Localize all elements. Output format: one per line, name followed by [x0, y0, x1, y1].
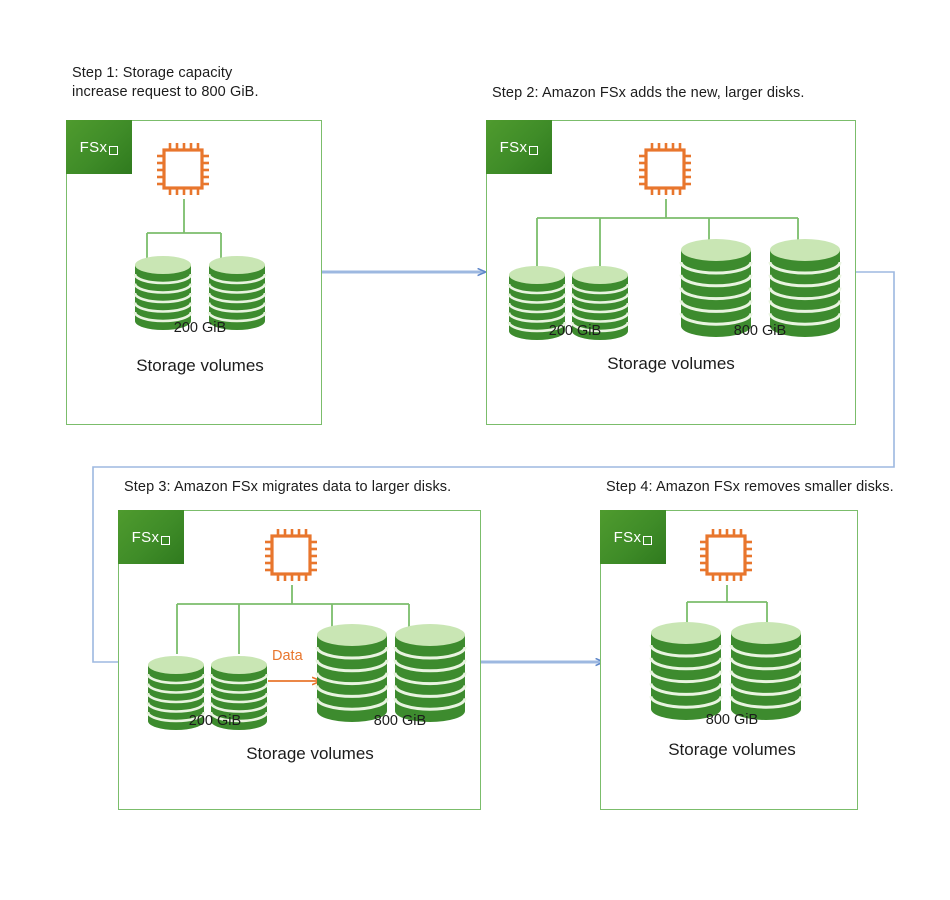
fsx-badge: FSx [66, 120, 132, 174]
fsx-square-icon [109, 145, 119, 155]
step-3-title: Step 3: Amazon FSx migrates data to larg… [124, 479, 452, 495]
step-3-internals [176, 529, 410, 654]
fsx-logo-text: FSx [132, 529, 171, 546]
disk-large-2 [726, 618, 806, 729]
fsx-logo-text: FSx [500, 139, 539, 156]
fsx-square-icon [161, 535, 171, 545]
step-4-capacity-label: 800 GiB [705, 712, 759, 728]
data-migration-arrow [268, 670, 330, 692]
step-3-volumes-label: Storage volumes [246, 744, 374, 763]
disk-large-2 [390, 620, 470, 731]
fsx-label: FSx [79, 138, 108, 156]
disk-large-2 [765, 235, 845, 346]
chip-icon [265, 529, 317, 581]
step-4-box: FSx [600, 510, 858, 810]
step-2-tree-connector [536, 199, 799, 269]
fsx-label: FSx [613, 528, 642, 546]
step-1-volumes-label: Storage volumes [136, 356, 264, 375]
step-2-capacity-label-small: 200 GiB [548, 323, 602, 339]
disk-small-2 [207, 653, 271, 736]
step-3-capacity-label-small: 200 GiB [188, 713, 242, 729]
disk-large-1 [676, 235, 756, 346]
disk-large-1 [312, 620, 392, 731]
fsx-square-icon [529, 145, 539, 155]
step-2-capacity-label-large: 800 GiB [733, 323, 787, 339]
fsx-label: FSx [499, 138, 528, 156]
fsx-badge: FSx [486, 120, 552, 174]
chip-icon [700, 529, 752, 581]
step-1-title: Step 1: Storage capacity increase reques… [72, 65, 259, 100]
fsx-badge: FSx [118, 510, 184, 564]
disk-small-2 [205, 253, 269, 336]
disk-small-1 [505, 263, 569, 346]
step-1-internals [146, 143, 222, 258]
disk-large-1 [646, 618, 726, 729]
chip-icon [639, 143, 691, 195]
step-2-internals [536, 143, 799, 269]
disk-small-1 [131, 253, 195, 336]
disk-small-2 [568, 263, 632, 346]
step-4-title: Step 4: Amazon FSx removes smaller disks… [606, 479, 894, 495]
step-4-volumes-label: Storage volumes [668, 740, 796, 759]
fsx-label: FSx [131, 528, 160, 546]
step-1-box: FSx [66, 120, 322, 425]
fsx-square-icon [643, 535, 653, 545]
disk-small-1 [144, 653, 208, 736]
step-2-volumes-label: Storage volumes [607, 354, 735, 373]
step-1-capacity-label: 200 GiB [173, 320, 227, 336]
step-3-capacity-label-large: 800 GiB [373, 713, 427, 729]
chip-icon [157, 143, 209, 195]
step-3-tree-connector [176, 585, 410, 654]
fsx-badge: FSx [600, 510, 666, 564]
fsx-logo-text: FSx [614, 529, 653, 546]
step-2-title: Step 2: Amazon FSx adds the new, larger … [492, 85, 805, 101]
data-migration-label: Data [272, 648, 303, 664]
fsx-logo-text: FSx [80, 139, 119, 156]
step-1-tree-connector [146, 199, 222, 258]
